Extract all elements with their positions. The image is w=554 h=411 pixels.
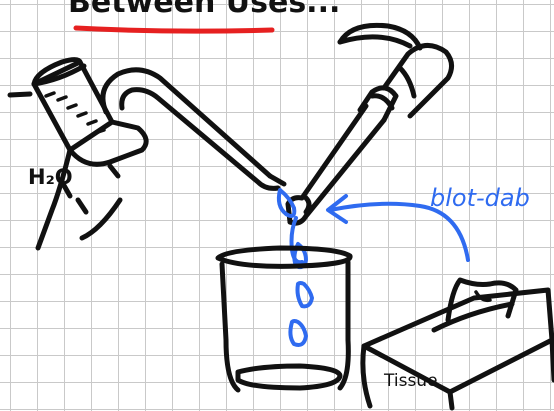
wash-bottle — [10, 60, 284, 249]
tissue-label: Tissue — [383, 371, 438, 391]
action-label: blot-dab — [430, 184, 530, 212]
arrow-shaft — [330, 204, 468, 260]
probe — [288, 25, 452, 223]
beaker — [218, 248, 350, 390]
heading-underline — [76, 28, 272, 31]
water-label: H₂O — [28, 165, 73, 189]
heading-text: Between Uses... — [68, 0, 340, 20]
